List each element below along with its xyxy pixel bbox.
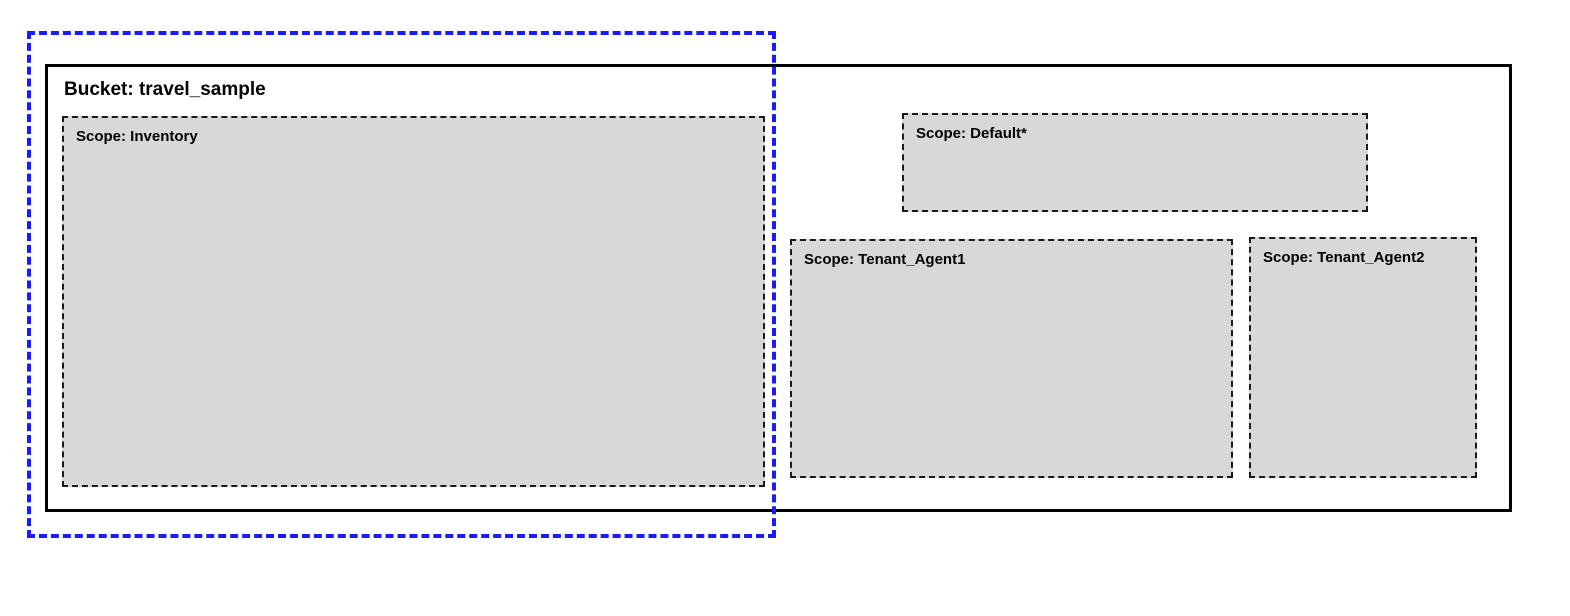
scope-tenant-agent1-label: Scope: Tenant_Agent1: [804, 251, 966, 268]
scope-inventory: Scope: Inventory: [62, 116, 765, 487]
scope-tenant-agent2: Scope: Tenant_Agent2: [1249, 237, 1477, 478]
scope-inventory-label: Scope: Inventory: [76, 128, 198, 145]
scope-default: Scope: Default*: [902, 113, 1368, 212]
blue-dashed-boundary: [27, 31, 776, 538]
scope-default-label: Scope: Default*: [916, 125, 1027, 142]
scope-tenant-agent1: Scope: Tenant_Agent1: [790, 239, 1233, 478]
bucket-title: Bucket: travel_sample: [64, 79, 266, 100]
scope-tenant-agent2-label: Scope: Tenant_Agent2: [1263, 249, 1425, 266]
